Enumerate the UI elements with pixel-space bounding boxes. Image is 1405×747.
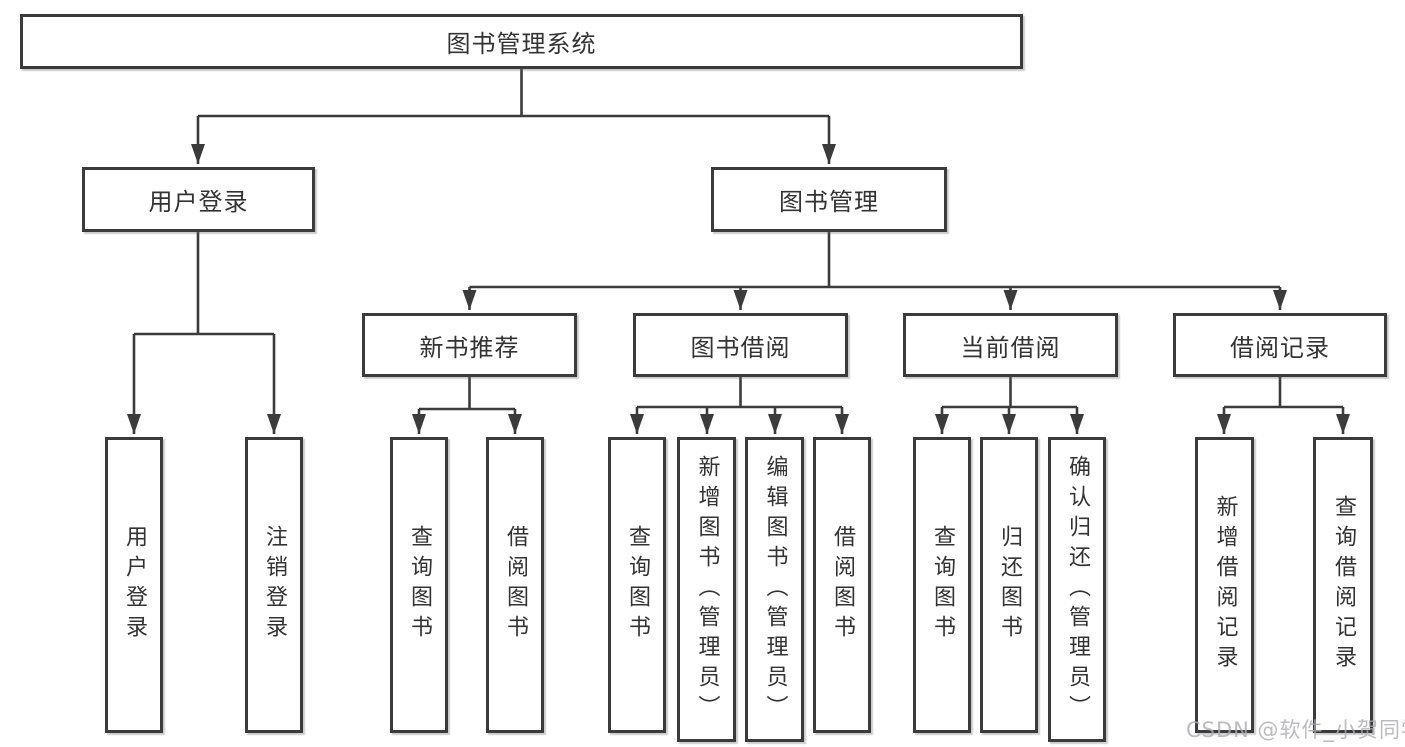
- node-user-login-label: 用户登录: [148, 188, 249, 216]
- leaf-confirm-return-admin: 确认归还（管理员）: [1048, 437, 1106, 742]
- node-root-label: 图书管理系统: [446, 30, 597, 58]
- connector-book-borrowing: [637, 377, 842, 409]
- leaf-logout-label: 注销登录: [262, 525, 287, 645]
- leaf-add-borrow-record: 新增借阅记录: [1195, 437, 1254, 733]
- leaf-query-borrow-record-label: 查询借阅记录: [1331, 495, 1356, 675]
- leaf-edit-book-admin-label: 编辑图书（管理员）: [762, 454, 788, 725]
- node-book-management: 图书管理: [711, 167, 947, 232]
- node-book-borrowing-label: 图书借阅: [690, 333, 791, 362]
- leaf-query-books-current: 查询图书: [913, 437, 971, 733]
- leaf-confirm-return-admin-label: 确认归还（管理员）: [1065, 454, 1090, 725]
- leaf-user-login: 用户登录: [105, 437, 163, 733]
- leaf-borrow-books-borrowing-label: 借阅图书: [830, 525, 855, 645]
- leaf-query-books-current-label: 查询图书: [930, 525, 955, 645]
- leaf-add-book-admin-label: 新增图书（管理员）: [694, 454, 720, 725]
- leaf-query-books-borrowing-label: 查询图书: [625, 525, 650, 645]
- leaf-query-books-borrowing: 查询图书: [608, 437, 666, 733]
- connector-user-login: [134, 232, 274, 336]
- leaf-query-books-newrec-label: 查询图书: [407, 525, 432, 645]
- connector-root: [198, 69, 829, 118]
- leaf-edit-book-admin: 编辑图书（管理员）: [745, 437, 804, 742]
- node-borrowing-records-label: 借阅记录: [1230, 333, 1330, 362]
- node-book-management-label: 图书管理: [779, 188, 879, 216]
- leaf-borrow-books-newrec: 借阅图书: [486, 437, 544, 733]
- node-current-borrowing: 当前借阅: [903, 313, 1118, 377]
- leaf-return-books-label: 归还图书: [997, 525, 1022, 645]
- leaf-borrow-books-newrec-label: 借阅图书: [503, 525, 528, 645]
- leaf-query-borrow-record: 查询借阅记录: [1313, 437, 1373, 733]
- node-root: 图书管理系统: [20, 14, 1023, 69]
- node-new-book-recommend: 新书推荐: [362, 313, 577, 377]
- leaf-logout: 注销登录: [245, 437, 303, 733]
- connector-new-book-recommend: [419, 377, 515, 411]
- node-borrowing-records: 借阅记录: [1173, 313, 1387, 377]
- leaf-add-book-admin: 新增图书（管理员）: [677, 437, 736, 742]
- connector-borrowing-records: [1224, 377, 1343, 409]
- node-book-borrowing: 图书借阅: [633, 313, 848, 377]
- leaf-add-borrow-record-label: 新增借阅记录: [1212, 495, 1238, 675]
- csdn-watermark: CSDN @软件_小贺同学: [1186, 718, 1405, 742]
- leaf-return-books: 归还图书: [980, 437, 1038, 733]
- node-user-login: 用户登录: [82, 167, 315, 232]
- node-current-borrowing-label: 当前借阅: [960, 333, 1061, 362]
- leaf-user-login-label: 用户登录: [122, 525, 147, 645]
- connector-current-borrowing: [942, 377, 1077, 409]
- leaf-borrow-books-borrowing: 借阅图书: [813, 437, 871, 733]
- leaf-query-books-newrec: 查询图书: [390, 437, 448, 733]
- connector-book-management: [469, 232, 1280, 289]
- node-new-book-recommend-label: 新书推荐: [419, 333, 520, 362]
